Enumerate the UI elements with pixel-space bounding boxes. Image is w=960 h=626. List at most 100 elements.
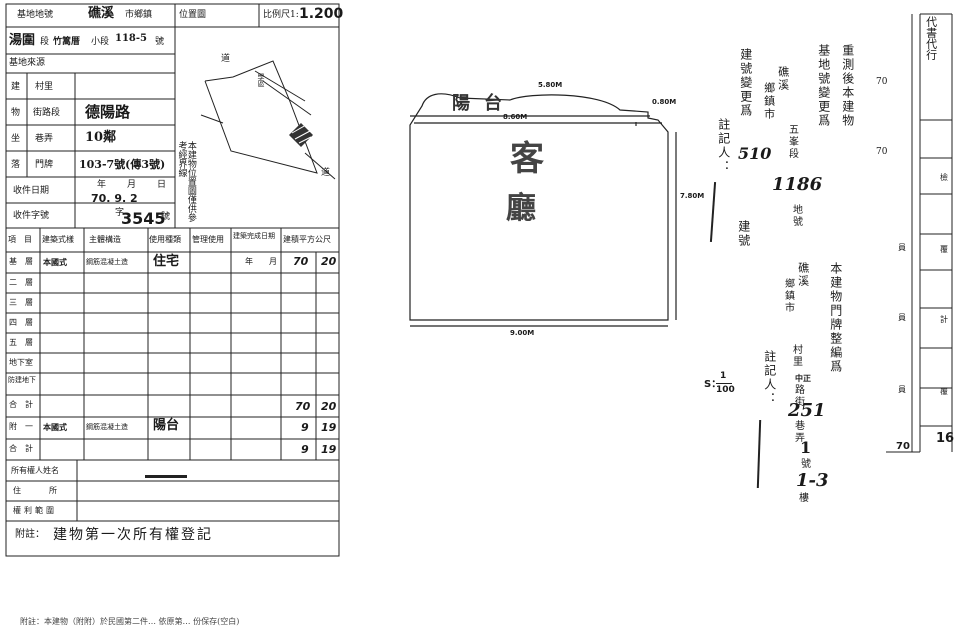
subsection-label: 小段 [91,37,110,47]
floor-label: 四 層 [9,318,33,327]
floor-label: 防建地下 [8,376,36,384]
th-style: 建築式樣 [42,235,74,244]
scale-fraction-bottom: 100 [716,385,735,395]
map-school-label: 學區 [257,73,266,87]
annex-use-handwritten: 陽台 [153,418,180,433]
strip-review-label-2: 覆 [940,387,948,396]
street-handwritten: 德陽路 [85,103,131,121]
redaction-mark [145,475,187,478]
scale-label: 比例尺1: [263,10,299,20]
strip-value-2: 70 [876,147,888,157]
note-building-number-handwritten: 510 [738,144,772,163]
scale-fraction-top: 1 [720,371,727,381]
scale-fraction-bar [716,383,732,384]
note-annotator-2: 註記人： [762,350,777,406]
village-label: 村里 [35,82,54,92]
floor-label: 地下室 [9,358,33,367]
section-handwritten: 湯圍 [9,33,36,48]
door-number-label: 號 [798,458,810,470]
note-col-1: 重測後本建物 [840,44,855,128]
floor-label: 三 層 [9,298,33,307]
strip-bottom-right: 16 [936,431,955,446]
note-text: 建物第一次所有權登記 [53,527,213,543]
note-town: 礁溪 [776,66,790,92]
floor-label: 合 計 [9,400,33,409]
dim-bottom: 9.00M [510,329,535,337]
note-annotator-1: 註記人： [716,118,731,174]
side-label-4: 落 [11,160,21,170]
lot-number-handwritten: 118-5 [115,33,147,44]
dim-top-left: 8.60M [503,113,528,121]
base-source-label: 基地來源 [9,58,46,68]
footer-text: 附註：本建物（附附）於民國第二件… 依原第… 份保存(空白) [20,617,240,626]
received-no-value: 3545 [121,209,166,228]
floor-label: 附 一 [9,422,33,431]
street-label: 街路段 [33,108,61,118]
received-no-label: 收件字號 [13,211,50,221]
map-road-label-1: 道 [221,54,231,64]
dim-side: 7.80M [680,192,705,200]
scale-note-label: S： [704,379,722,390]
th-completion: 建築完成日期 [233,232,275,240]
map-road-label-2: 道 [321,168,331,178]
note-label: 附註： [15,529,45,540]
strip-handwritten-title: 代書代行 [924,16,938,60]
side-label-1: 建 [11,82,21,92]
door-number-handwritten: 1 [800,438,812,457]
lane-handwritten: 10鄰 [85,130,117,145]
town-suffix: 市鄉鎮 [125,10,153,20]
dim-right-top: 0.80M [652,98,677,106]
rights-label: 權利範圍 [13,506,57,515]
form-grid-lines [5,3,340,557]
location-map-label: 位置圖 [179,10,207,20]
signature-line-1 [709,182,717,242]
door-lane-label: 巷弄 [792,420,804,444]
owner-label: 所有權人姓名 [11,466,59,475]
received-date-label: 收件日期 [13,186,50,196]
note-lot-handwritten: 1186 [772,174,823,195]
strip-calc-label: 計 [940,315,948,324]
door-town-suffix: 鄉鎮市 [782,278,794,314]
strip-review-label-1: 覆 [940,245,948,254]
note-town-suffix: 鄉鎮市 [762,82,776,121]
plan-label-balcony: 陽台 [452,93,516,114]
received-no-prefix: 字 [115,208,125,218]
total-area-int: 70 [295,400,311,413]
door-note-col: 本建物門牌整編爲 [828,262,843,374]
strip-staff-mark: 員 [898,385,906,394]
scale-value: 1.200 [299,6,344,22]
received-no-suffix: 號 [161,212,171,222]
strip-bottom-left: 70 [896,441,910,452]
plan-label-living-1: 客 [510,139,544,179]
note-col-2: 基地號變更爲 [816,44,831,128]
door-handwritten: 103-7號(傳3號) [79,158,166,171]
door-road-handwritten: 中正 [795,373,811,383]
base-number-label: 基地地號 [17,10,54,20]
floor-plan-drawing [409,93,677,327]
note-section: 五峯段 [786,124,798,160]
row1-style: 本國式 [43,257,67,267]
right-strip-grid [886,13,953,453]
strip-staff-mark: 員 [898,313,906,322]
th-area: 建積平方公尺 [283,235,331,244]
note-building-change: 建號變更爲 [738,48,753,118]
town-handwritten: 礁溪 [88,6,115,21]
lot-label: 號 [155,37,165,47]
date-ymd-label: 年 月 日 [97,180,173,190]
side-label-2: 物 [11,108,21,118]
annex-total-int: 9 [301,443,309,456]
floor-label: 二 層 [9,278,33,287]
address-label: 住 所 [13,486,67,495]
side-label-3: 坐 [11,134,21,144]
plan-label-living-2: 廳 [506,191,536,226]
door-floor-handwritten: 1-3 [796,470,829,491]
annex-area-int: 9 [301,421,309,434]
section-label: 段 [40,37,50,47]
note-building-number-label: 建號 [736,220,751,248]
note-lot-label: 地號 [790,204,802,228]
door-floor-label: 樓 [796,492,808,504]
annex-style: 本國式 [43,422,67,432]
floor-label: 五 層 [9,338,33,347]
door-road-label: 路街 [792,384,804,408]
row1-area-dec: 20 [321,255,337,268]
